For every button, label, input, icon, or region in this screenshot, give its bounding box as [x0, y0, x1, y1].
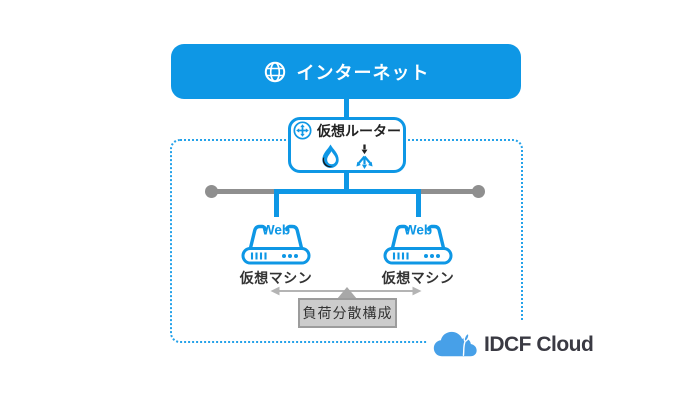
cloud-logo-icon [432, 329, 478, 361]
virtual-machine-1: Web 仮想マシン [240, 213, 312, 288]
virtual-machine-2: Web 仮想マシン [382, 213, 454, 288]
virtual-router-label: 仮想ルーター [317, 122, 401, 139]
idcf-cloud-logo: IDCF Cloud [428, 322, 594, 368]
connector-internet-router [344, 99, 349, 119]
load-balance-label-box: 負荷分散構成 [298, 298, 397, 328]
internet-label: インターネット [296, 62, 430, 83]
vm-label: 仮想マシン [239, 270, 313, 286]
web-server-icon: Web [382, 213, 454, 265]
label-pointer-triangle [337, 287, 357, 299]
web-badge: Web [262, 223, 290, 238]
network-endpoint-right [472, 185, 485, 198]
web-badge: Web [404, 223, 432, 238]
virtual-router-icon [293, 121, 312, 140]
virtual-router-box: 仮想ルーター [288, 117, 406, 173]
connector-branch-horizontal [274, 189, 421, 194]
firewall-flame-icon [318, 143, 343, 170]
vm-label: 仮想マシン [381, 270, 455, 286]
connector-router-network [344, 172, 349, 192]
network-endpoint-left [205, 185, 218, 198]
internet-banner: インターネット [171, 44, 521, 99]
load-balancer-icon [352, 143, 377, 170]
load-balance-label: 負荷分散構成 [302, 305, 393, 321]
logo-text: IDCF Cloud [484, 333, 594, 356]
connector-network-vm1 [274, 191, 279, 217]
connector-network-vm2 [416, 191, 421, 217]
globe-icon [263, 60, 287, 84]
web-server-icon: Web [240, 213, 312, 265]
